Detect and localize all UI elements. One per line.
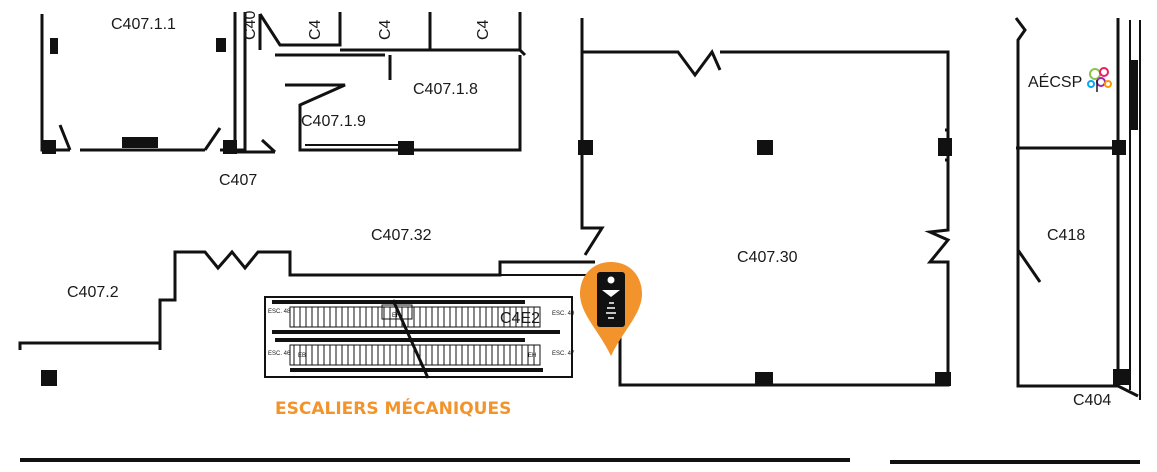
escalator-divider: [391, 299, 430, 379]
pillar: [223, 140, 237, 154]
wall: [945, 128, 948, 162]
pillar: [1112, 140, 1126, 155]
room-c418-label: C418: [1047, 227, 1085, 244]
wall: [258, 12, 527, 57]
wall: [258, 14, 385, 57]
esc-48-label: ESC. 48: [268, 309, 291, 315]
esc-49-label: ESC. 49: [552, 311, 575, 317]
pillar: [757, 140, 773, 155]
wall: [18, 249, 595, 350]
wall: [580, 18, 951, 387]
wall: [232, 12, 277, 154]
pillar: [755, 372, 773, 386]
pillar: [42, 140, 56, 154]
eh-upper-label: EH: [392, 313, 400, 319]
room-c407-30-label: C407.30: [737, 249, 798, 266]
escalator-steps: [289, 306, 541, 366]
pillars: [41, 38, 1138, 386]
room-c407-2-label: C407.2: [67, 284, 119, 301]
wall: [203, 12, 247, 152]
wall: [40, 14, 205, 152]
pillar: [1113, 369, 1129, 385]
pillar: [578, 140, 593, 155]
pillar: [1130, 60, 1138, 130]
pillar: [938, 138, 952, 156]
escalator-icon: [602, 276, 620, 319]
pillar: [216, 38, 226, 52]
room-c407-label: C407: [219, 172, 257, 189]
location-pin-icon[interactable]: [580, 262, 642, 356]
tree-icon: [1087, 67, 1112, 92]
room-c4-partial-c-label: C4: [475, 19, 492, 40]
room-c407-32-label: C407.32: [371, 227, 432, 244]
room-c4e2-label: C4E2: [500, 310, 540, 327]
escalator-rails: [272, 300, 560, 372]
room-c407-1-1-label: C407.1.1: [111, 16, 176, 33]
escalator-track: [289, 344, 541, 366]
room-c4-partial-b-label: C4: [377, 19, 394, 40]
walls: [18, 12, 1141, 464]
escalator-sign-box: [381, 304, 413, 320]
escalators-label: ESCALIERS MÉCANIQUES: [275, 397, 511, 419]
pillar: [41, 370, 57, 386]
aecsp-logo: AÉCSP: [1028, 67, 1112, 92]
escalator-track: [289, 306, 541, 328]
pillar: [398, 141, 414, 155]
wall: [1016, 146, 1118, 283]
room-labels: C407.1.1 C40 C4 C4 C4 C407.1.8 C407.1.9 …: [67, 11, 1111, 409]
eb-label: EB: [298, 353, 306, 359]
esc-47-label: ESC. 47: [552, 351, 575, 357]
pin-inner-badge: [597, 272, 625, 327]
escalator-tread-lines: [293, 307, 535, 365]
wall: [299, 125, 400, 150]
escalator-outline: [264, 296, 573, 378]
aecsp-logo-text: AÉCSP: [1028, 72, 1082, 91]
pillar: [50, 38, 58, 54]
room-c407-1-9-label: C407.1.9: [301, 113, 366, 130]
wall: [1117, 384, 1139, 398]
wall: [20, 458, 1140, 464]
pillar: [122, 137, 158, 148]
eh-label: EH: [528, 353, 536, 359]
room-c40-partial-label: C40: [242, 11, 259, 40]
wall: [1014, 17, 1120, 388]
escalators: ESC. 48 ESC. 49 ESC. 46 ESC. 47 EB EH EH…: [264, 296, 575, 379]
pillar: [935, 372, 951, 386]
wall: [285, 55, 522, 152]
esc-46-label: ESC. 46: [268, 351, 291, 357]
room-c407-1-8-label: C407.1.8: [413, 81, 478, 98]
room-c4-partial-a-label: C4: [307, 19, 324, 40]
room-c404-label: C404: [1073, 392, 1111, 409]
